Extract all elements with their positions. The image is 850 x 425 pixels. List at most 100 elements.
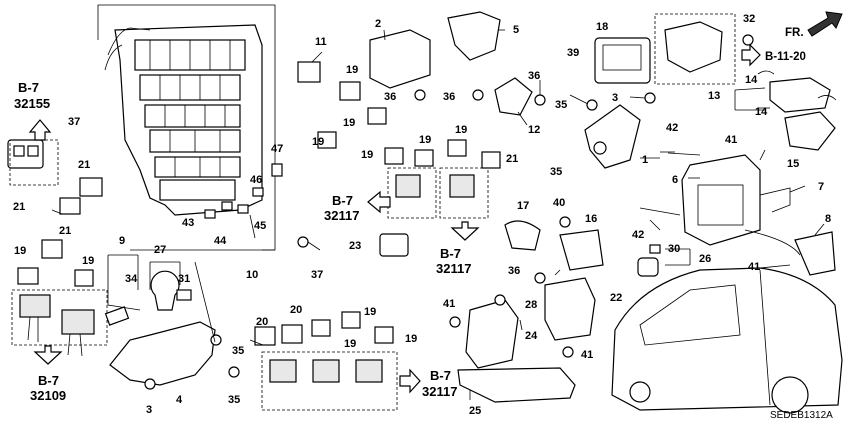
part-number: 16 [585, 213, 597, 225]
ref-section: B-7 [18, 80, 39, 95]
part-number: 21 [506, 153, 518, 165]
part-number: 41 [748, 261, 760, 273]
part-number-labels: 1 2 3 3 4 5 6 7 8 9 10 11 12 13 14 14 15… [13, 13, 831, 417]
part-number: 19 [455, 124, 467, 136]
part-number: 4 [176, 394, 183, 406]
ref-b7-32117-a[interactable]: B-7 32117 [324, 190, 391, 223]
ref-b7-32109[interactable]: B-7 32109 [30, 345, 66, 403]
vehicle-outline [611, 267, 843, 414]
ref-b7-32117-c[interactable]: B-7 32117 [399, 368, 457, 399]
down-arrow-icon [450, 221, 480, 241]
bracket-4 [104, 254, 240, 390]
part-number: 24 [525, 330, 538, 342]
part-number: 25 [469, 405, 481, 417]
part-number: 42 [666, 122, 678, 134]
ref-section: B-7 [440, 246, 461, 261]
ref-number: 32117 [436, 261, 471, 276]
unit-24 [449, 272, 596, 403]
part-number: 22 [610, 292, 622, 304]
part-number: 11 [315, 36, 327, 48]
part-number: 21 [59, 225, 71, 237]
module-2 [369, 11, 546, 116]
callout-lines [51, 29, 825, 400]
part-number: 36 [528, 70, 540, 82]
part-number: 18 [596, 21, 608, 33]
part-number: 28 [525, 299, 537, 311]
part-number: 3 [612, 92, 618, 104]
relays-bottom [254, 311, 398, 411]
part-number: 35 [550, 166, 562, 178]
part-number: 31 [178, 273, 190, 285]
module-13-14-15 [734, 70, 837, 151]
ref-number: 32117 [422, 384, 457, 399]
part-number: 13 [708, 90, 720, 102]
part-number: 40 [553, 197, 565, 209]
module-18 [594, 13, 754, 85]
part-number: 37 [311, 269, 323, 281]
part-number: 20 [256, 316, 268, 328]
part-number: 37 [68, 116, 80, 128]
part-number: 23 [349, 240, 361, 252]
part-number: 19 [82, 255, 94, 267]
part-number: 19 [312, 136, 324, 148]
part-number: 30 [668, 243, 680, 255]
part-number: 8 [825, 213, 831, 225]
part-number: 14 [745, 74, 758, 86]
direction-arrow [807, 11, 843, 37]
part-number: 36 [384, 91, 396, 103]
diagram-code: SEDEB1312A [770, 410, 833, 421]
ref-number: 32117 [324, 208, 359, 223]
ecu-6 [639, 152, 791, 246]
part-number: 27 [154, 244, 166, 256]
part-number: 21 [78, 159, 90, 171]
part-number: 34 [125, 273, 138, 285]
fuse-box [97, 4, 276, 251]
up-arrow-icon [28, 119, 52, 141]
ref-label: B-11-20 [765, 51, 806, 63]
part-number: 19 [364, 306, 376, 318]
right-arrow-icon [741, 43, 761, 67]
part-number: 41 [725, 134, 737, 146]
ref-b7-32155[interactable]: B-7 32155 [9, 80, 59, 186]
part-number: 35 [232, 345, 244, 357]
direction-label: FR. [785, 27, 804, 39]
part-number: 35 [555, 99, 567, 111]
part-number: 7 [818, 181, 824, 193]
part-number: 19 [343, 117, 355, 129]
part-number: 46 [250, 174, 262, 186]
part-number: 15 [787, 158, 799, 170]
part-number: 36 [443, 91, 455, 103]
part-number: 3 [146, 404, 152, 416]
part-number: 6 [672, 174, 678, 186]
part-number: 1 [642, 154, 648, 166]
ref-number: 32155 [14, 96, 50, 111]
part-number: 19 [405, 333, 417, 345]
part-number: 41 [581, 349, 593, 361]
part-number: 19 [344, 338, 356, 350]
part-number: 45 [254, 220, 266, 232]
part-number: 10 [246, 269, 258, 281]
sensor-16 [504, 216, 604, 271]
part-number: 20 [290, 304, 302, 316]
part-number: 21 [13, 201, 25, 213]
part-number: 5 [513, 24, 519, 36]
part-number: 9 [119, 235, 125, 247]
ref-b7-32117-b[interactable]: B-7 32117 [436, 221, 480, 276]
part-number: 19 [419, 134, 431, 146]
ref-section: B-7 [332, 193, 353, 208]
part-number: 14 [755, 106, 768, 118]
part-number: 32 [743, 13, 755, 25]
part-number: 19 [14, 245, 26, 257]
ref-b11-20[interactable]: B-11-20 [741, 43, 806, 67]
part-number: 36 [508, 265, 520, 277]
part-number: 35 [228, 394, 240, 406]
bracket-8 [637, 229, 836, 277]
clips [204, 163, 321, 251]
part-number: 19 [346, 64, 358, 76]
part-number: 44 [214, 235, 227, 247]
part-number: 39 [567, 47, 579, 59]
part-number: 43 [182, 217, 194, 229]
part-number: 42 [632, 229, 644, 241]
part-number: 41 [443, 298, 455, 310]
